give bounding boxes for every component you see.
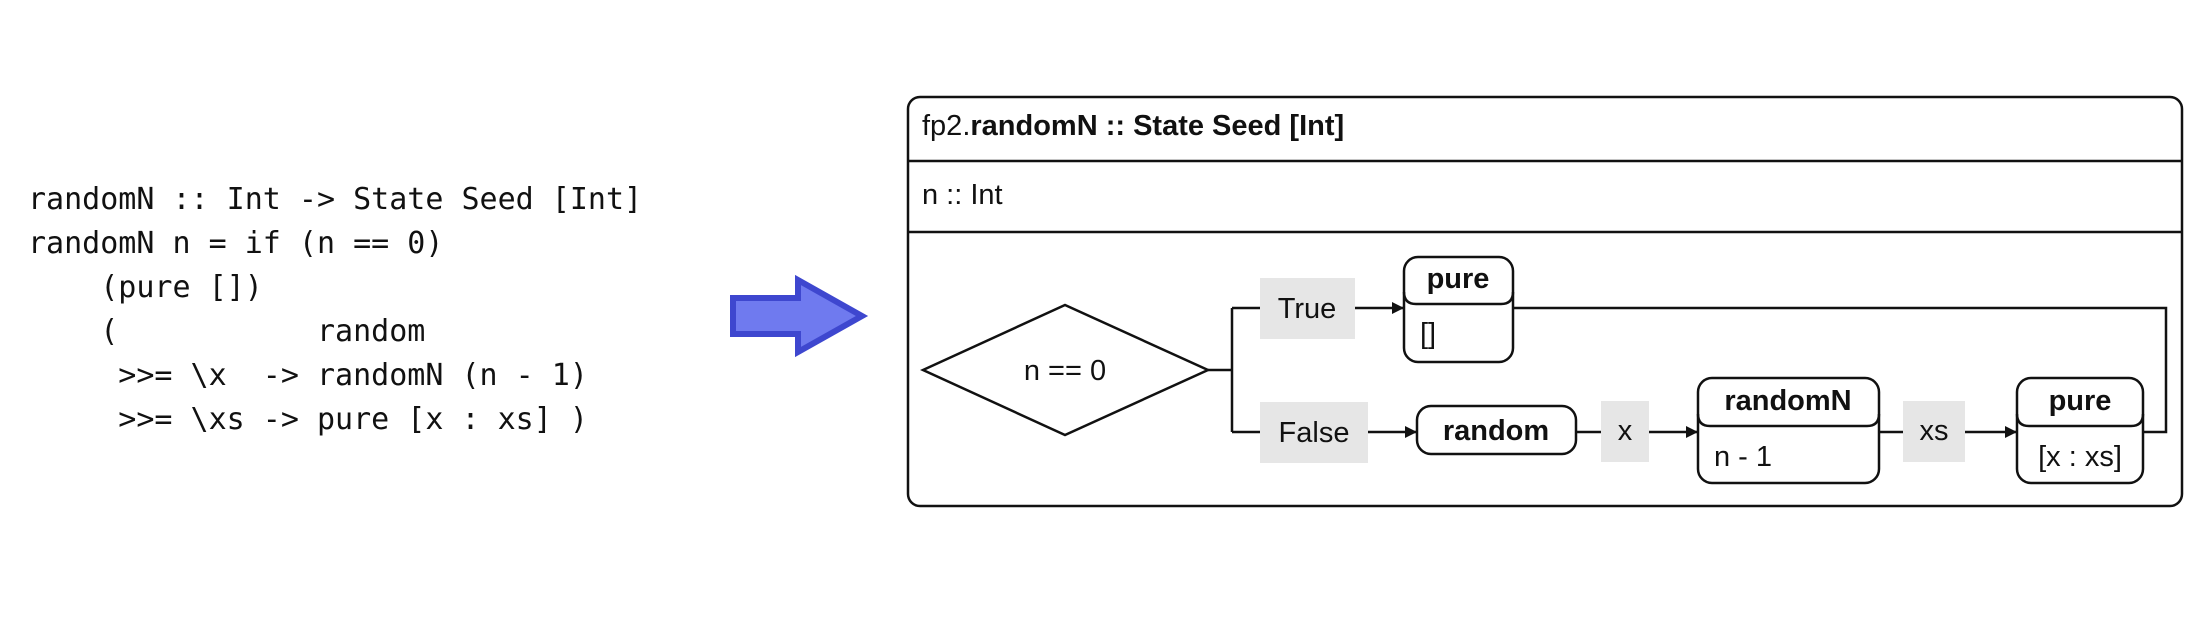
pure-cons-node-name: pure	[2049, 385, 2112, 417]
true-output-line	[1513, 306, 2168, 434]
pure-cons-node-divider	[2015, 413, 2145, 428]
pure-cons-node	[2015, 376, 2145, 485]
false-label: False	[1279, 417, 1350, 449]
randomN-node-name: randomN	[1724, 385, 1851, 417]
transform-arrow-icon	[730, 274, 869, 358]
pure-cons-node-arg: [x : xs]	[2038, 441, 2122, 473]
function-signature: randomN :: State Seed [Int]	[970, 110, 1344, 142]
pure-empty-node	[1402, 255, 1515, 364]
false-label-box	[1260, 402, 1368, 463]
random-node-name: random	[1443, 415, 1549, 447]
pure-empty-node-name: pure	[1427, 263, 1490, 295]
true-label-box	[1260, 278, 1355, 339]
randomN-node-arg: n - 1	[1714, 441, 1772, 473]
randomN-node	[1696, 376, 1881, 485]
code-line: >>= \xs -> pure [x : xs] )	[28, 402, 588, 437]
bind-x-label: x	[1618, 415, 1633, 447]
randomN-node-divider	[1696, 413, 1881, 428]
random-node	[1415, 404, 1578, 456]
bind-x-box	[1601, 401, 1649, 462]
code-line: randomN n = if (n == 0)	[28, 226, 444, 261]
diagram-title: fp2.randomN :: State Seed [Int]	[922, 110, 1344, 142]
source-code: randomN :: Int -> State Seed [Int]random…	[28, 178, 642, 442]
code-line: (pure [])	[28, 270, 263, 305]
code-line: randomN :: Int -> State Seed [Int]	[28, 182, 643, 217]
parameter-label: n :: Int	[922, 179, 1003, 211]
bind-xs-label: xs	[1920, 415, 1949, 447]
pure-empty-node-arg: []	[1420, 318, 1436, 350]
true-label: True	[1278, 293, 1337, 325]
bind-xs-box	[1903, 401, 1965, 462]
module-prefix: fp2.	[922, 110, 970, 142]
pure-empty-node-divider	[1402, 291, 1515, 306]
code-line: ( random	[28, 314, 426, 349]
branch-connector	[1208, 308, 1234, 432]
condition-label: n == 0	[1024, 355, 1106, 387]
code-line: >>= \x -> randomN (n - 1)	[28, 358, 588, 393]
